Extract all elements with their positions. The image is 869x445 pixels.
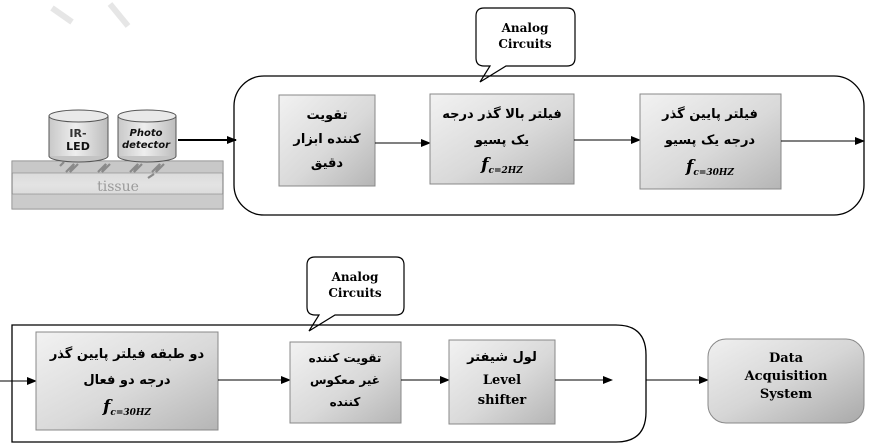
- block-data-acquisition-system: Data Acquisition System: [707, 338, 865, 424]
- ir-led-cylinder: IR- LED: [48, 109, 109, 163]
- callout-top-line2: Circuits: [498, 37, 552, 51]
- callout-top-line1: Analog: [501, 21, 549, 35]
- block-noninverting-line2: غیر معکوس: [310, 373, 380, 388]
- analog-frame-top: [233, 75, 865, 216]
- das-line2: Acquisition: [744, 369, 828, 384]
- block-lowpass1-formula: fc=30HZ: [685, 157, 734, 178]
- block-highpass-formula: fc=2HZ: [480, 155, 523, 176]
- block-highpass-line2: یک پسیو: [474, 133, 529, 148]
- das-line1: Data: [769, 351, 804, 366]
- light-path-icons: [59, 161, 165, 179]
- block-highpass-line1: فیلتر بالا گذر درجه: [442, 106, 562, 122]
- analog-frame-bottom: [11, 324, 647, 443]
- block-level-shifter: لول شیفتر Level shifter: [448, 339, 556, 425]
- block-lowpass1-line1: فیلتر پایین گذر: [661, 106, 758, 122]
- das-line3: System: [760, 387, 813, 402]
- block-lowpass2-line2: درجه دو فعال: [83, 373, 171, 388]
- block-noninverting-line1: تقویت کننده: [309, 351, 382, 366]
- decorative-strokes: [50, 2, 131, 28]
- block-instrumentation-amp-line2: کننده ابزار: [292, 132, 361, 147]
- block-highpass-filter: فیلتر بالا گذر درجه یک پسیو fc=2HZ: [429, 93, 575, 185]
- block-levelshifter-line3: shifter: [478, 393, 527, 408]
- led-label-line1: IR-: [69, 127, 86, 140]
- block-lowpass2-formula: fc=30HZ: [102, 397, 151, 418]
- sensor-assembly: tissue IR- LED Photo detector: [11, 109, 224, 210]
- callout-top: Analog Circuits: [475, 7, 576, 83]
- tissue-label: tissue: [97, 179, 139, 195]
- block-instrumentation-amp: تقویت کننده ابزار دقیق: [278, 94, 376, 187]
- block-noninverting-amp: تقویت کننده غیر معکوس کننده: [289, 341, 402, 424]
- block-levelshifter-line2: Level: [483, 373, 521, 388]
- block-lowpass2-line1: دو طبقه فیلتر پایین گذر: [49, 346, 205, 362]
- detector-label-line1: Photo: [130, 128, 163, 139]
- led-label-line2: LED: [66, 140, 90, 153]
- block-lowpass1-line2: درجه یک پسیو: [664, 133, 756, 148]
- block-instrumentation-amp-line3: دقیق: [311, 156, 344, 171]
- block-levelshifter-line1: لول شیفتر: [466, 350, 537, 365]
- callout-bottom-line2: Circuits: [328, 286, 382, 300]
- block-noninverting-line3: کننده: [330, 395, 361, 409]
- detector-label-line2: detector: [122, 140, 171, 151]
- callout-bottom-line1: Analog: [331, 270, 379, 284]
- photodetector-cylinder: Photo detector: [117, 109, 177, 163]
- block-instrumentation-amp-line1: تقویت: [306, 108, 347, 123]
- block-lowpass-filter-1: فیلتر پایین گذر درجه یک پسیو fc=30HZ: [639, 93, 782, 190]
- block-lowpass-filter-2: دو طبقه فیلتر پایین گذر درجه دو فعال fc=…: [35, 331, 219, 431]
- callout-bottom: Analog Circuits: [306, 256, 405, 332]
